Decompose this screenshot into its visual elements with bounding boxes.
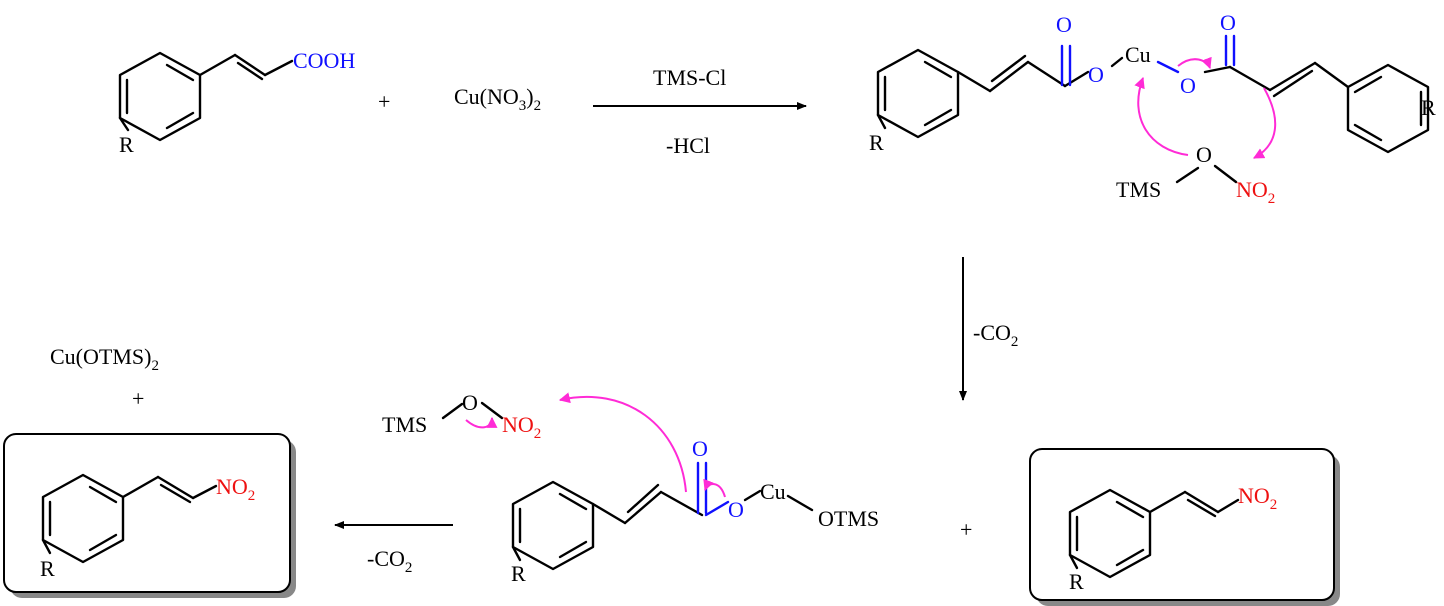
reagent-tms-cl: TMS-Cl (653, 65, 726, 90)
r-substituent-product-left: R (40, 556, 55, 581)
carbonyl-oxygen: O (692, 436, 708, 461)
copper-dicarboxylate-intermediate: O O Cu O O R R (869, 10, 1436, 155)
reaction-arrow-1: TMS-Cl -HCl (593, 65, 807, 158)
otms-ligand: OTMS (818, 506, 879, 531)
plus-sign: + (378, 89, 390, 114)
nitrostyrene-product-right: R NO2 (1029, 448, 1340, 606)
carbonyl-oxygen-right: O (1220, 10, 1236, 35)
svg-text:TMS: TMS (1116, 177, 1161, 202)
byproduct-hcl: -HCl (666, 133, 710, 158)
co2-loss-label-1: -CO2 (973, 320, 1018, 350)
carboxylic-acid-label: COOH (293, 48, 355, 73)
copper-center: Cu (1125, 42, 1151, 67)
ester-oxygen-left: O (1088, 62, 1104, 87)
svg-text:Cu(NO3)2: Cu(NO3)2 (454, 84, 541, 114)
tms-nitrate-reagent-top: TMS O NO2 (1116, 142, 1275, 207)
reaction-arrow-down: -CO2 (959, 257, 1018, 401)
plus-sign-left: + (132, 386, 144, 411)
cinnamic-acid-structure: R COOH (118, 48, 355, 157)
carbonyl-oxygen-left: O (1056, 12, 1072, 37)
curly-arrows-top (1134, 56, 1277, 159)
svg-text:O: O (1196, 142, 1212, 167)
r-substituent-product-right: R (1069, 569, 1084, 594)
svg-text:TMS: TMS (382, 412, 427, 437)
nitrostyrene-product-left: R NO2 (3, 433, 296, 598)
r-substituent: R (119, 132, 134, 157)
co2-loss-label-2: -CO2 (367, 546, 412, 576)
r-substituent-mid: R (511, 561, 526, 586)
svg-text:NO2: NO2 (1236, 177, 1275, 207)
curly-arrows-bottom (465, 392, 726, 498)
svg-text:NO2: NO2 (502, 412, 541, 442)
r-substituent-left: R (869, 130, 884, 155)
ester-oxygen: O (728, 497, 744, 522)
tms-nitrate-reagent-bottom: TMS O NO2 (382, 390, 541, 442)
nitro-group-left: NO2 (216, 474, 255, 504)
r-substituent-right: R (1421, 95, 1436, 120)
copper-nitrate-label: Cu(NO3)2 (454, 84, 541, 114)
copper-bis-otms-label: Cu(OTMS)2 (50, 344, 159, 374)
copper-center-2: Cu (760, 479, 786, 504)
copper-carboxylate-otms-intermediate: O O Cu OTMS R (511, 436, 879, 586)
reaction-arrow-left: -CO2 (334, 521, 453, 576)
svg-text:O: O (462, 390, 478, 415)
ester-oxygen-right: O (1180, 73, 1196, 98)
plus-sign-bottom: + (960, 517, 972, 542)
nitro-group-right: NO2 (1238, 483, 1277, 513)
